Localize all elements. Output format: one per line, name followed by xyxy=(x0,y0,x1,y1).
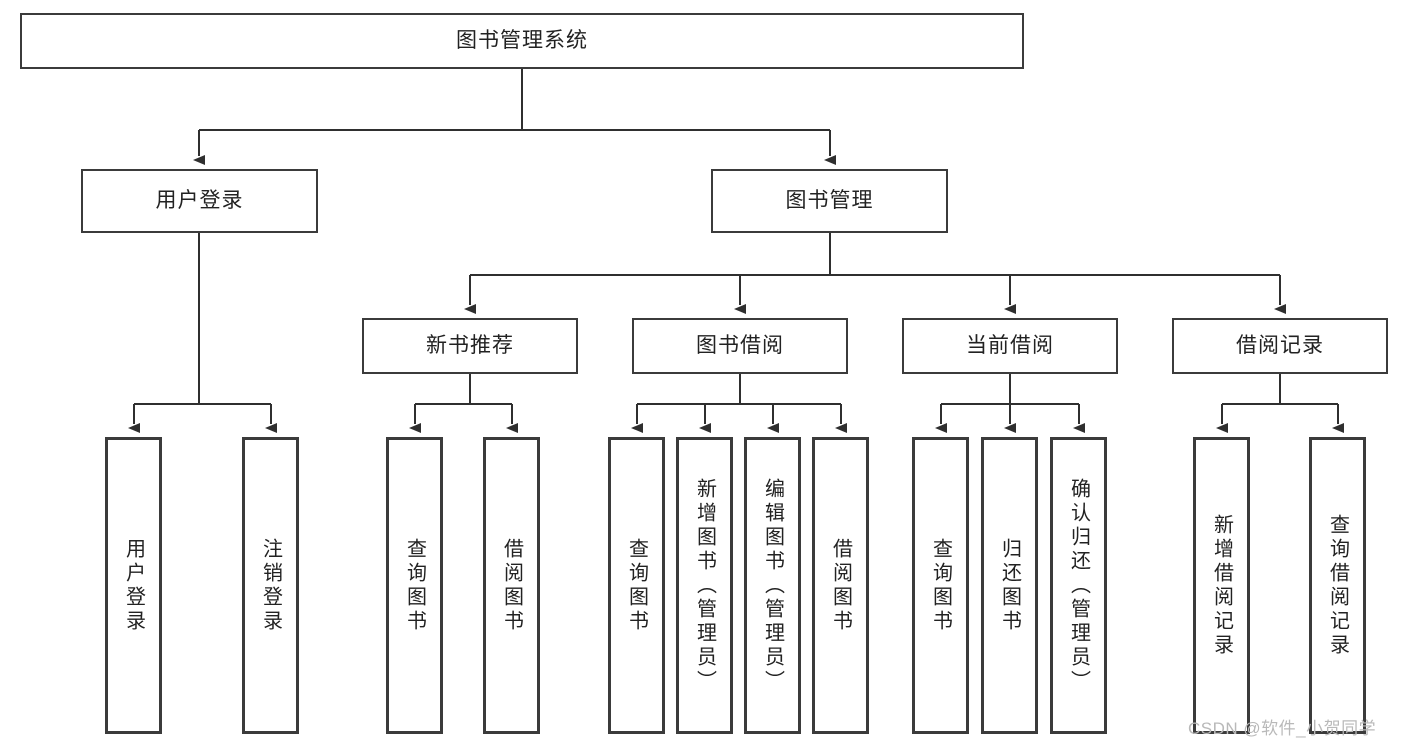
leaf-borrow-book-recommend[interactable]: 借阅图书 xyxy=(483,437,540,734)
leaf-edit-book-admin[interactable]: 编辑图书（管理员） xyxy=(744,437,801,734)
leaf-query-book-borrow[interactable]: 查询图书 xyxy=(608,437,665,734)
node-label: 图书管理系统 xyxy=(456,28,588,52)
node-label: 借阅记录 xyxy=(1236,333,1324,357)
node-label: 用户登录 xyxy=(122,537,145,634)
node-current-borrow[interactable]: 当前借阅 xyxy=(902,318,1118,374)
node-label: 用户登录 xyxy=(155,188,244,212)
node-label: 图书借阅 xyxy=(696,333,784,357)
node-label: 编辑图书（管理员） xyxy=(761,477,784,694)
node-label: 新增借阅记录 xyxy=(1210,513,1233,658)
leaf-borrow-book-borrow[interactable]: 借阅图书 xyxy=(812,437,869,734)
node-label: 归还图书 xyxy=(998,537,1021,634)
leaf-query-borrow-record[interactable]: 查询借阅记录 xyxy=(1309,437,1366,734)
node-label: 查询图书 xyxy=(929,537,952,634)
node-label: 当前借阅 xyxy=(966,333,1054,357)
node-label: 新增图书（管理员） xyxy=(693,477,716,694)
node-book-management[interactable]: 图书管理 xyxy=(711,169,948,233)
watermark: CSDN @软件_小贺同学 xyxy=(1188,719,1377,738)
leaf-add-book-admin[interactable]: 新增图书（管理员） xyxy=(676,437,733,734)
leaf-query-book-recommend[interactable]: 查询图书 xyxy=(386,437,443,734)
node-label: 借阅图书 xyxy=(500,537,523,634)
leaf-user-login[interactable]: 用户登录 xyxy=(105,437,162,734)
node-label: 查询借阅记录 xyxy=(1326,513,1349,658)
node-root-book-management-system[interactable]: 图书管理系统 xyxy=(20,13,1024,69)
node-book-borrow[interactable]: 图书借阅 xyxy=(632,318,848,374)
node-label: 借阅图书 xyxy=(829,537,852,634)
leaf-query-book-current[interactable]: 查询图书 xyxy=(912,437,969,734)
node-borrow-record[interactable]: 借阅记录 xyxy=(1172,318,1388,374)
node-new-book-recommend[interactable]: 新书推荐 xyxy=(362,318,578,374)
node-label: 查询图书 xyxy=(625,537,648,634)
leaf-return-book[interactable]: 归还图书 xyxy=(981,437,1038,734)
node-label: 查询图书 xyxy=(403,537,426,634)
leaf-confirm-return-admin[interactable]: 确认归还（管理员） xyxy=(1050,437,1107,734)
node-user-login[interactable]: 用户登录 xyxy=(81,169,318,233)
node-label: 新书推荐 xyxy=(426,333,514,357)
leaf-logout-login[interactable]: 注销登录 xyxy=(242,437,299,734)
node-label: 注销登录 xyxy=(259,537,282,634)
node-label: 图书管理 xyxy=(785,188,874,212)
node-label: 确认归还（管理员） xyxy=(1067,477,1090,694)
leaf-add-borrow-record[interactable]: 新增借阅记录 xyxy=(1193,437,1250,734)
